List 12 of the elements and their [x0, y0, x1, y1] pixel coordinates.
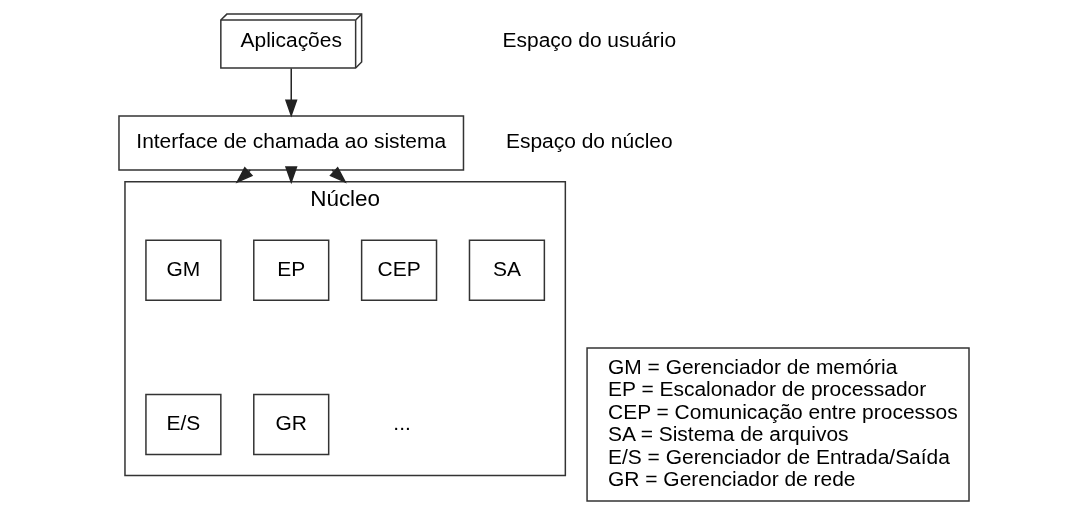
node-box: EP [253, 239, 330, 301]
node-box: CEP [360, 239, 438, 301]
label: Espaço do usuário [502, 27, 677, 51]
node-box: GM = Gerenciador de memória EP = Escalonador de processador CEP = Comunicação entre processos SA = Sistema de arquivos E/S = Gerenciador de Entrada/Saída GR = Gerenciador de rede [586, 347, 970, 502]
label: ... [393, 411, 411, 435]
arrow [284, 67, 298, 118]
arrow [235, 166, 254, 184]
node-box: GR [253, 393, 330, 456]
label: Espaço do núcleo [506, 129, 673, 153]
node-box: SA [468, 239, 546, 301]
node-box: E/S [145, 393, 222, 456]
node-box: GM [145, 239, 222, 301]
